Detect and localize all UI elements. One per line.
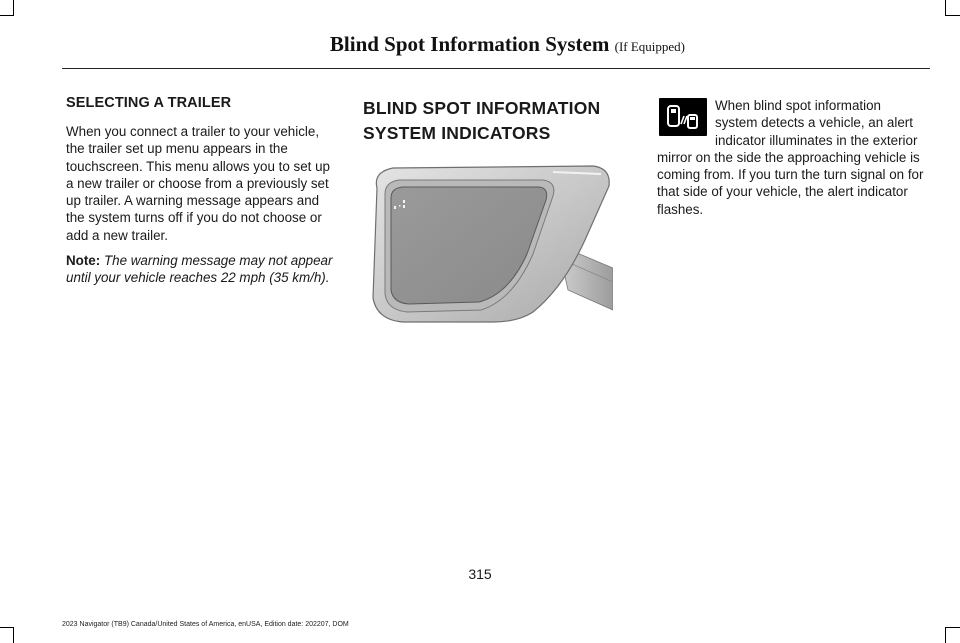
section-heading-line1: BLIND SPOT INFORMATION: [363, 98, 601, 118]
mirror-alert-indicator: [394, 200, 405, 209]
header-subtitle: (If Equipped): [614, 39, 685, 54]
crop-mark-bottom-right-h: [945, 627, 960, 628]
note-paragraph: Note: The warning message may not appear…: [66, 252, 338, 287]
section-heading: SELECTING A TRAILER: [66, 95, 232, 111]
page-header: Blind Spot Information System (If Equipp…: [330, 32, 685, 57]
crop-mark-bottom-left-h: [0, 627, 14, 628]
crop-mark-bottom-right-v: [945, 627, 946, 643]
header-title: Blind Spot Information System: [329, 32, 610, 56]
crop-mark-top-left-h: [0, 15, 14, 16]
mirror-drawing: [363, 150, 614, 328]
description-line-1: When blind spot information: [715, 98, 881, 113]
car-alert-icon: [667, 105, 698, 129]
blind-spot-indicator-icon: [659, 98, 707, 136]
body-paragraph: When you connect a trailer to your vehic…: [66, 124, 330, 243]
header-rule: [62, 68, 930, 69]
right-column: When blind spot information system detec…: [657, 97, 927, 218]
note-label: Note:: [66, 253, 101, 269]
middle-column: BLIND SPOT INFORMATION SYSTEM INDICATORS: [363, 96, 613, 146]
indicator-description: When blind spot information system detec…: [657, 97, 927, 218]
description-line-3: indicator illuminates in the exterior: [715, 132, 918, 148]
crop-mark-bottom-left-v: [13, 627, 14, 643]
crop-mark-top-left-v: [13, 0, 14, 16]
note-text: The warning message may not appear until…: [66, 253, 333, 286]
section-heading-line2: SYSTEM INDICATORS: [363, 123, 551, 143]
crop-mark-top-right-h: [945, 15, 960, 16]
mirror-illustration: [363, 150, 614, 328]
description-line-2: system detects a vehicle, an alert: [715, 115, 913, 131]
page-number: 315: [468, 566, 492, 582]
left-column: SELECTING A TRAILER When you connect a t…: [66, 95, 338, 295]
crop-mark-top-right-v: [945, 0, 946, 16]
footer-text: 2023 Navigator (TB9) Canada/United State…: [62, 621, 349, 628]
description-rest: mirror on the side the approaching vehic…: [657, 149, 924, 217]
